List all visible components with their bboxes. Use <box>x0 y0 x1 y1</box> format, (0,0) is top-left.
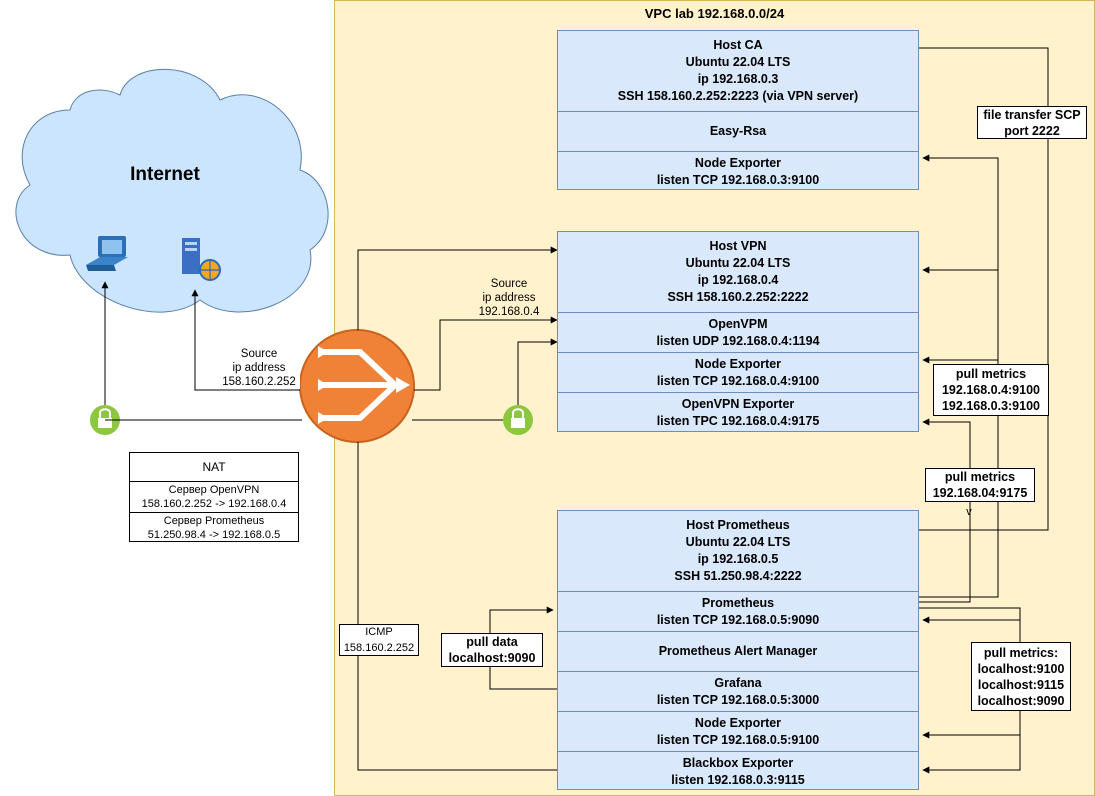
host-prometheus-alertmanager: Prometheus Alert Manager <box>558 631 918 671</box>
blackbox-title: Blackbox Exporter <box>682 755 794 770</box>
openvpn-title: OpenVPM <box>708 316 768 331</box>
pull-metrics-title: pull metrics <box>944 470 1016 484</box>
host-prometheus-os: Ubuntu 22.04 LTS <box>685 535 791 549</box>
node-exporter-listen: listen TCP 192.168.0.4:9100 <box>656 373 820 388</box>
node-exporter-title: Node Exporter <box>694 155 782 170</box>
nat-row-mapping: 158.160.2.252 -> 192.168.0.4 <box>141 498 287 510</box>
pull-data-note: pull data localhost:9090 <box>441 633 543 667</box>
host-ca: Host CA Ubuntu 22.04 LTS ip 192.168.0.3 … <box>557 30 919 190</box>
host-prometheus-ssh: SSH 51.250.98.4:2222 <box>674 569 802 583</box>
pull-data-title: pull data <box>466 635 518 649</box>
icmp-title: ICMP <box>365 626 393 638</box>
host-prometheus: Host Prometheus Ubuntu 22.04 LTS ip 192.… <box>557 510 919 790</box>
host-vpn-node-exporter: Node Exporter listen TCP 192.168.0.4:910… <box>558 352 918 392</box>
host-ca-ip: ip 192.168.0.3 <box>697 72 779 86</box>
node-exporter-listen: listen TCP 192.168.0.3:9100 <box>656 172 820 187</box>
host-ca-easyrsa: Easy-Rsa <box>558 111 918 151</box>
host-ca-title: Host CA <box>713 38 763 52</box>
router-icon <box>299 329 415 443</box>
icmp-address: 158.160.2.252 <box>343 642 415 654</box>
source-label-line: 158.160.2.252 <box>222 376 296 388</box>
source-ip-label-left: Source ip address 158.160.2.252 <box>218 347 300 389</box>
source-label-line: ip address <box>482 292 536 304</box>
host-vpn-ssh: SSH 158.160.2.252:2222 <box>667 290 809 304</box>
internet-title: Internet <box>130 164 200 185</box>
host-prometheus-grafana: Grafana listen TCP 192.168.0.5:3000 <box>558 671 918 711</box>
source-label-line: Source <box>490 278 528 290</box>
host-ca-os: Ubuntu 22.04 LTS <box>685 55 791 69</box>
host-prometheus-prometheus: Prometheus listen TCP 192.168.0.5:9090 <box>558 591 918 631</box>
source-ip-label-right: Source ip address 192.168.0.4 <box>473 277 545 319</box>
source-label-line: 192.168.0.4 <box>478 306 540 318</box>
blackbox-listen: listen 192.168.0.3:9115 <box>671 772 805 787</box>
scp-note-line1: file transfer SCP <box>983 107 1081 122</box>
icmp-note: ICMP 158.160.2.252 <box>339 624 419 656</box>
host-prometheus-header: Host Prometheus Ubuntu 22.04 LTS ip 192.… <box>558 511 918 591</box>
openvpn-exporter-title: OpenVPN Exporter <box>681 396 795 411</box>
host-ca-header: Host CA Ubuntu 22.04 LTS ip 192.168.0.3 … <box>558 31 918 111</box>
host-ca-ssh: SSH 158.160.2.252:2223 (via VPN server) <box>617 89 859 103</box>
host-ca-node-exporter: Node Exporter listen TCP 192.168.0.3:910… <box>558 151 918 191</box>
pull-metrics-note-3: pull metrics: localhost:9100 localhost:9… <box>971 642 1071 711</box>
pull-metrics-target: localhost:9090 <box>977 693 1065 708</box>
pull-metrics-target: localhost:9100 <box>977 661 1065 676</box>
pull-metrics-title: pull metrics <box>955 367 1027 381</box>
pull-metrics-note-2-suffix: v <box>966 506 972 518</box>
host-prometheus-node-exporter: Node Exporter listen TCP 192.168.0.5:910… <box>558 711 918 751</box>
node-exporter-listen: listen TCP 192.168.0.5:9100 <box>656 732 820 747</box>
node-exporter-title: Node Exporter <box>694 715 782 730</box>
pull-metrics-note-1: pull metrics 192.168.0.4:9100 192.168.0.… <box>933 364 1049 416</box>
pull-metrics-target: 192.168.0.4:9100 <box>941 383 1040 397</box>
host-prometheus-ip: ip 192.168.0.5 <box>697 552 779 566</box>
openvpn-exporter-listen: listen TPC 192.168.0.4:9175 <box>656 413 820 428</box>
nat-row-label: Сервер Prometheus <box>163 515 265 527</box>
nat-row-mapping: 51.250.98.4 -> 192.168.0.5 <box>147 529 281 541</box>
host-vpn-os: Ubuntu 22.04 LTS <box>685 256 791 270</box>
pull-data-target: localhost:9090 <box>448 651 536 665</box>
server-globe-icon <box>182 238 221 281</box>
pull-metrics-target: 192.168.04:9175 <box>932 486 1028 500</box>
prometheus-title: Prometheus <box>701 595 775 610</box>
host-vpn-openvpn: OpenVPM listen UDP 192.168.0.4:1194 <box>558 312 918 352</box>
host-vpn: Host VPN Ubuntu 22.04 LTS ip 192.168.0.4… <box>557 231 919 432</box>
host-prometheus-blackbox: Blackbox Exporter listen 192.168.0.3:911… <box>558 751 918 791</box>
nat-row-label: Сервер OpenVPN <box>168 484 260 496</box>
laptop-icon <box>86 236 128 271</box>
host-vpn-title: Host VPN <box>709 239 767 253</box>
grafana-title: Grafana <box>714 675 762 690</box>
internet-cloud <box>15 68 329 313</box>
nat-row-prometheus: Сервер Prometheus 51.250.98.4 -> 192.168… <box>130 512 298 543</box>
easyrsa-label: Easy-Rsa <box>709 124 767 138</box>
nat-title: NAT <box>202 460 226 474</box>
lock-icon <box>503 405 533 435</box>
nat-row-openvpn: Сервер OpenVPN 158.160.2.252 -> 192.168.… <box>130 481 298 512</box>
vpc-title: VPC lab 192.168.0.0/24 <box>644 6 785 21</box>
grafana-listen: listen TCP 192.168.0.5:3000 <box>656 692 820 707</box>
source-label-line: ip address <box>232 362 286 374</box>
host-vpn-openvpn-exporter: OpenVPN Exporter listen TPC 192.168.0.4:… <box>558 392 918 432</box>
pull-metrics-note-2: pull metrics 192.168.04:9175 <box>925 468 1035 502</box>
openvpn-listen: listen UDP 192.168.0.4:1194 <box>656 333 820 348</box>
host-vpn-ip: ip 192.168.0.4 <box>697 273 779 287</box>
node-exporter-title: Node Exporter <box>694 356 782 371</box>
pull-metrics-title: pull metrics: <box>983 645 1059 660</box>
nat-table: NAT Сервер OpenVPN 158.160.2.252 -> 192.… <box>129 452 299 542</box>
host-prometheus-title: Host Prometheus <box>686 518 790 532</box>
host-vpn-header: Host VPN Ubuntu 22.04 LTS ip 192.168.0.4… <box>558 232 918 312</box>
scp-note: file transfer SCP port 2222 <box>977 106 1087 139</box>
pull-metrics-target: 192.168.0.3:9100 <box>941 399 1040 413</box>
pull-metrics-target: localhost:9115 <box>977 677 1065 692</box>
alertmanager-label: Prometheus Alert Manager <box>658 644 818 658</box>
prometheus-listen: listen TCP 192.168.0.5:9090 <box>656 612 820 627</box>
scp-note-line2: port 2222 <box>1004 123 1060 138</box>
source-label-line: Source <box>240 348 278 360</box>
